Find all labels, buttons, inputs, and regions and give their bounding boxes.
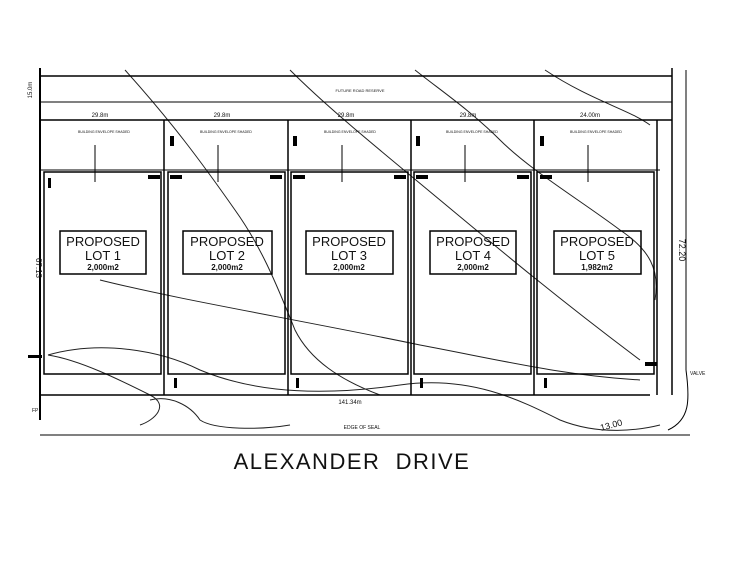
lot-3-title: PROPOSED [312, 234, 386, 249]
lot-2-name: LOT 2 [209, 248, 245, 263]
lot-4-width: 29.8m [460, 113, 477, 119]
kerb-label: EDGE OF SEAL [344, 425, 381, 431]
lot-1-name: LOT 1 [85, 248, 121, 263]
lot-4-area: 2,000m2 [457, 263, 489, 272]
envelope-leaders [94, 145, 589, 182]
lot-2-envelope: BUILDING ENVELOPE SHADED [200, 130, 252, 134]
lot-5-width: 24.00m [580, 113, 600, 119]
lot-1-area: 2,000m2 [87, 263, 119, 272]
side-dimension: 72.20 [677, 239, 687, 262]
site-boundary [39, 68, 690, 436]
lot-2-title: PROPOSED [190, 234, 264, 249]
lot-4-title: PROPOSED [436, 234, 510, 249]
lot-2-width: 29.8m [214, 113, 231, 119]
lot-1-title: PROPOSED [66, 234, 140, 249]
lot-3-envelope: BUILDING ENVELOPE SHADED [324, 130, 376, 134]
lot-label-boxes [59, 230, 642, 275]
survey-marks [28, 136, 657, 388]
frontage-dimension: 141.34m [338, 400, 361, 406]
fp-label: FP [32, 408, 39, 414]
lot-5-envelope: BUILDING ENVELOPE SHADED [570, 130, 622, 134]
lot-1-envelope: BUILDING ENVELOPE SHADED [78, 130, 130, 134]
lot-2-area: 2,000m2 [211, 263, 243, 272]
lot-5-name: LOT 5 [579, 248, 615, 263]
lot-4-name: LOT 4 [455, 248, 491, 263]
lot-3-width: 29.8m [338, 113, 355, 119]
valve-label: VALVE [690, 371, 706, 377]
lot-5-area: 1,982m2 [581, 263, 613, 272]
road-name: ALEXANDER DRIVE [234, 449, 471, 474]
lot-depth-dimension: 67.13 [34, 258, 43, 279]
lot-3-area: 2,000m2 [333, 263, 365, 272]
strip-label: FUTURE ROAD RESERVE [335, 88, 384, 93]
top-strip-dimension: 15.0m [28, 82, 34, 99]
lot-4-envelope: BUILDING ENVELOPE SHADED [446, 130, 498, 134]
lot-3-name: LOT 3 [331, 248, 367, 263]
lot-boundaries [43, 120, 658, 395]
lot-1-width: 29.8m [92, 113, 109, 119]
lot-5-title: PROPOSED [560, 234, 634, 249]
